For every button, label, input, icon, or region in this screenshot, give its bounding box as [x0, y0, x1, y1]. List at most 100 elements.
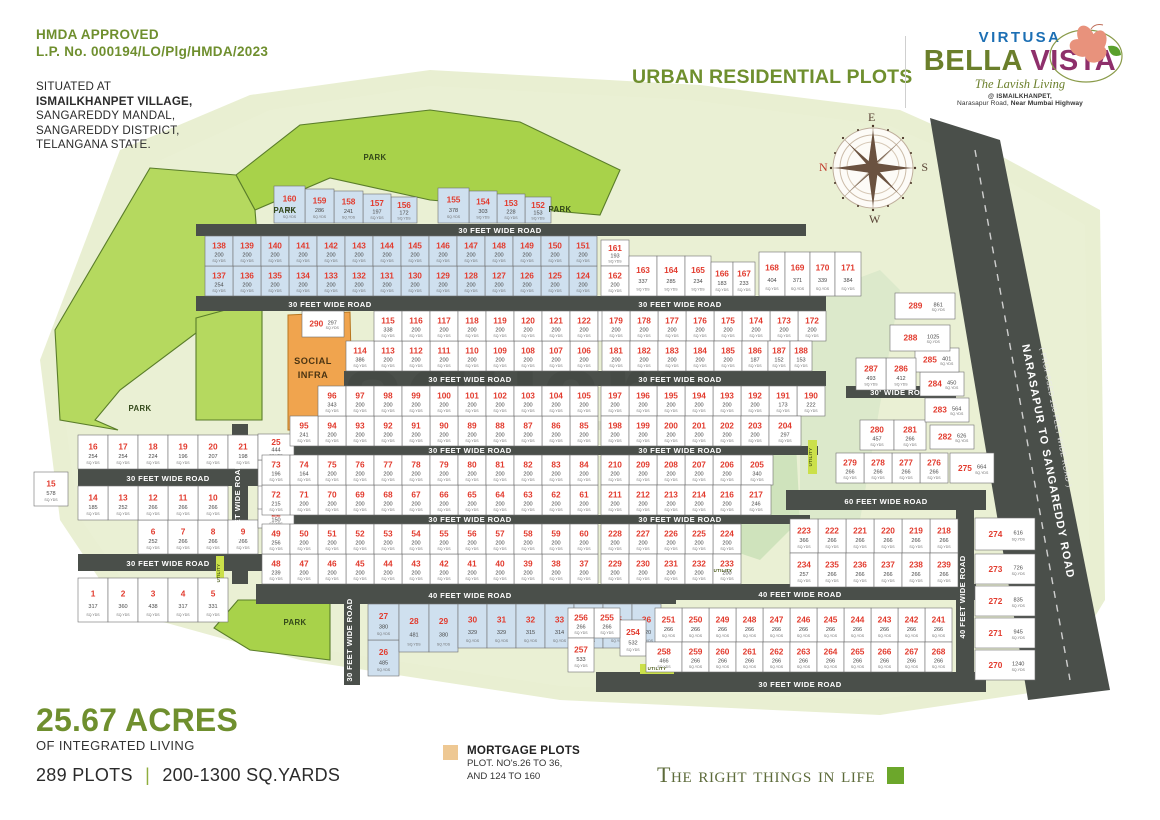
plot-cell[interactable]: 223366SQ.YDS — [789, 518, 819, 554]
plot-cell[interactable]: 151200SQ.YDS — [568, 235, 598, 267]
plot-cell[interactable]: 276266SQ.YDS — [919, 452, 949, 484]
plot-cell[interactable]: 196200SQ.YDS — [628, 385, 658, 417]
plot-cell[interactable]: 27380SQ.YDS — [367, 603, 400, 641]
plot-cell[interactable]: 38200SQ.YDS — [541, 553, 571, 585]
plot-cell[interactable]: 131200SQ.YDS — [372, 265, 402, 297]
plot-cell[interactable]: 188153SQ.YDS — [789, 340, 813, 372]
plot-cell[interactable]: 211200SQ.YDS — [600, 484, 630, 516]
plot-cell[interactable]: 183200SQ.YDS — [657, 340, 687, 372]
plot-cell[interactable]: 73196SQ.YDS — [261, 454, 291, 486]
plot-cell[interactable]: 21198SQ.YDS — [227, 434, 259, 470]
plot-cell[interactable]: 254532SQ.YDS — [619, 619, 647, 657]
plot-cell[interactable]: 7266SQ.YDS — [167, 519, 199, 555]
plot-cell[interactable]: 98200SQ.YDS — [373, 385, 403, 417]
plot-cell[interactable]: 235266SQ.YDS — [817, 552, 847, 588]
plot-cell[interactable]: 212200SQ.YDS — [628, 484, 658, 516]
plot-cell[interactable]: 249266SQ.YDS — [708, 607, 737, 643]
plot-cell[interactable]: 94200SQ.YDS — [317, 415, 347, 447]
plot-cell[interactable]: 206200SQ.YDS — [712, 454, 742, 486]
plot-cell[interactable]: 40200SQ.YDS — [485, 553, 515, 585]
plot-cell[interactable]: 273726SQ.YDS — [974, 553, 1036, 585]
plot-cell[interactable]: 213200SQ.YDS — [656, 484, 686, 516]
plot-cell[interactable]: 112200SQ.YDS — [401, 340, 431, 372]
plot-cell[interactable]: 236266SQ.YDS — [845, 552, 875, 588]
plot-cell[interactable]: 74164SQ.YDS — [289, 454, 319, 486]
plot-cell[interactable]: 143200SQ.YDS — [344, 235, 374, 267]
plot-cell[interactable]: 88200SQ.YDS — [485, 415, 515, 447]
plot-cell[interactable]: 153228SQ.YDS — [496, 193, 526, 224]
plot-cell[interactable]: 140200SQ.YDS — [260, 235, 290, 267]
plot-cell[interactable]: 217246SQ.YDS — [740, 484, 772, 516]
plot-cell[interactable]: 202200SQ.YDS — [712, 415, 742, 447]
plot-cell[interactable]: 178200SQ.YDS — [629, 310, 659, 342]
plot-cell[interactable]: 201200SQ.YDS — [684, 415, 714, 447]
plot-cell[interactable]: 160410SQ.YDS — [273, 185, 306, 224]
plot-cell[interactable]: 89200SQ.YDS — [457, 415, 487, 447]
plot-cell[interactable]: 47200SQ.YDS — [289, 553, 319, 585]
plot-cell[interactable]: 256266SQ.YDS — [567, 607, 595, 639]
plot-cell[interactable]: 165234SQ.YDS — [684, 255, 712, 297]
plot-cell[interactable]: 260266SQ.YDS — [708, 641, 737, 673]
plot-cell[interactable]: 187152SQ.YDS — [767, 340, 791, 372]
plot-cell[interactable]: 81200SQ.YDS — [485, 454, 515, 486]
plot-cell[interactable]: 171384SQ.YDS — [834, 251, 862, 297]
plot-cell[interactable]: 221266SQ.YDS — [845, 518, 875, 554]
plot-cell[interactable]: 76200SQ.YDS — [345, 454, 375, 486]
plot-cell[interactable]: 118200SQ.YDS — [457, 310, 487, 342]
plot-cell[interactable]: 182200SQ.YDS — [629, 340, 659, 372]
plot-cell[interactable]: 199200SQ.YDS — [628, 415, 658, 447]
plot-cell[interactable]: 184200SQ.YDS — [685, 340, 715, 372]
plot-cell[interactable]: 176200SQ.YDS — [685, 310, 715, 342]
plot-cell[interactable]: 222266SQ.YDS — [817, 518, 847, 554]
plot-cell[interactable]: 117200SQ.YDS — [429, 310, 459, 342]
plot-cell[interactable]: 28481SQ.YDS — [398, 603, 430, 653]
plot-cell[interactable]: 237266SQ.YDS — [873, 552, 903, 588]
plot-cell[interactable]: 261266SQ.YDS — [735, 641, 764, 673]
plot-cell[interactable]: 13252SQ.YDS — [107, 485, 139, 521]
plot-cell[interactable]: 193200SQ.YDS — [712, 385, 742, 417]
plot-cell[interactable]: 83200SQ.YDS — [541, 454, 571, 486]
plot-cell[interactable]: 251266SQ.YDS — [654, 607, 683, 643]
plot-cell[interactable]: 48239SQ.YDS — [261, 553, 291, 585]
plot-cell[interactable]: 109200SQ.YDS — [485, 340, 515, 372]
plot-cell[interactable]: 9266SQ.YDS — [227, 519, 259, 555]
plot-cell[interactable]: 102200SQ.YDS — [485, 385, 515, 417]
plot-cell[interactable]: 49256SQ.YDS — [261, 523, 291, 555]
plot-cell[interactable]: 205340SQ.YDS — [740, 454, 774, 486]
plot-cell[interactable]: 115338SQ.YDS — [373, 310, 403, 342]
plot-cell[interactable]: 136200SQ.YDS — [232, 265, 262, 297]
plot-cell[interactable]: 138200SQ.YDS — [204, 235, 234, 267]
plot-cell[interactable]: 67200SQ.YDS — [401, 484, 431, 516]
plot-cell[interactable]: 157197SQ.YDS — [362, 193, 392, 224]
plot-cell[interactable]: 113200SQ.YDS — [373, 340, 403, 372]
plot-cell[interactable]: 58200SQ.YDS — [513, 523, 543, 555]
plot-cell[interactable]: 77200SQ.YDS — [373, 454, 403, 486]
plot-cell[interactable]: 70200SQ.YDS — [317, 484, 347, 516]
plot-cell[interactable]: 15578SQ.YDS — [33, 471, 69, 507]
plot-cell[interactable]: 107200SQ.YDS — [541, 340, 571, 372]
plot-cell[interactable]: 144200SQ.YDS — [372, 235, 402, 267]
plot-cell[interactable]: 148200SQ.YDS — [484, 235, 514, 267]
plot-cell[interactable]: 80200SQ.YDS — [457, 454, 487, 486]
plot-cell[interactable]: 163337SQ.YDS — [628, 255, 658, 297]
plot-cell[interactable]: 63200SQ.YDS — [513, 484, 543, 516]
plot-cell[interactable]: 39200SQ.YDS — [513, 553, 543, 585]
plot-cell[interactable]: 224200SQ.YDS — [712, 523, 742, 555]
plot-cell[interactable]: 161193SQ.YDS — [600, 239, 630, 267]
plot-cell[interactable]: 52200SQ.YDS — [345, 523, 375, 555]
plot-cell[interactable]: 91200SQ.YDS — [401, 415, 431, 447]
plot-cell[interactable]: 186187SQ.YDS — [741, 340, 769, 372]
plot-cell[interactable]: 185200SQ.YDS — [713, 340, 743, 372]
plot-cell[interactable]: 82200SQ.YDS — [513, 454, 543, 486]
plot-cell[interactable]: 104200SQ.YDS — [541, 385, 571, 417]
plot-cell[interactable]: 175200SQ.YDS — [713, 310, 743, 342]
plot-cell[interactable]: 197200SQ.YDS — [600, 385, 630, 417]
plot-cell[interactable]: 19196SQ.YDS — [167, 434, 199, 470]
plot-cell[interactable]: 96343SQ.YDS — [317, 385, 347, 417]
plot-cell[interactable]: 159286SQ.YDS — [304, 188, 335, 224]
plot-cell[interactable]: 43200SQ.YDS — [401, 553, 431, 585]
plot-cell[interactable]: 181200SQ.YDS — [601, 340, 631, 372]
plot-cell[interactable]: 111200SQ.YDS — [429, 340, 459, 372]
plot-cell[interactable]: 54200SQ.YDS — [401, 523, 431, 555]
plot-cell[interactable]: 68200SQ.YDS — [373, 484, 403, 516]
